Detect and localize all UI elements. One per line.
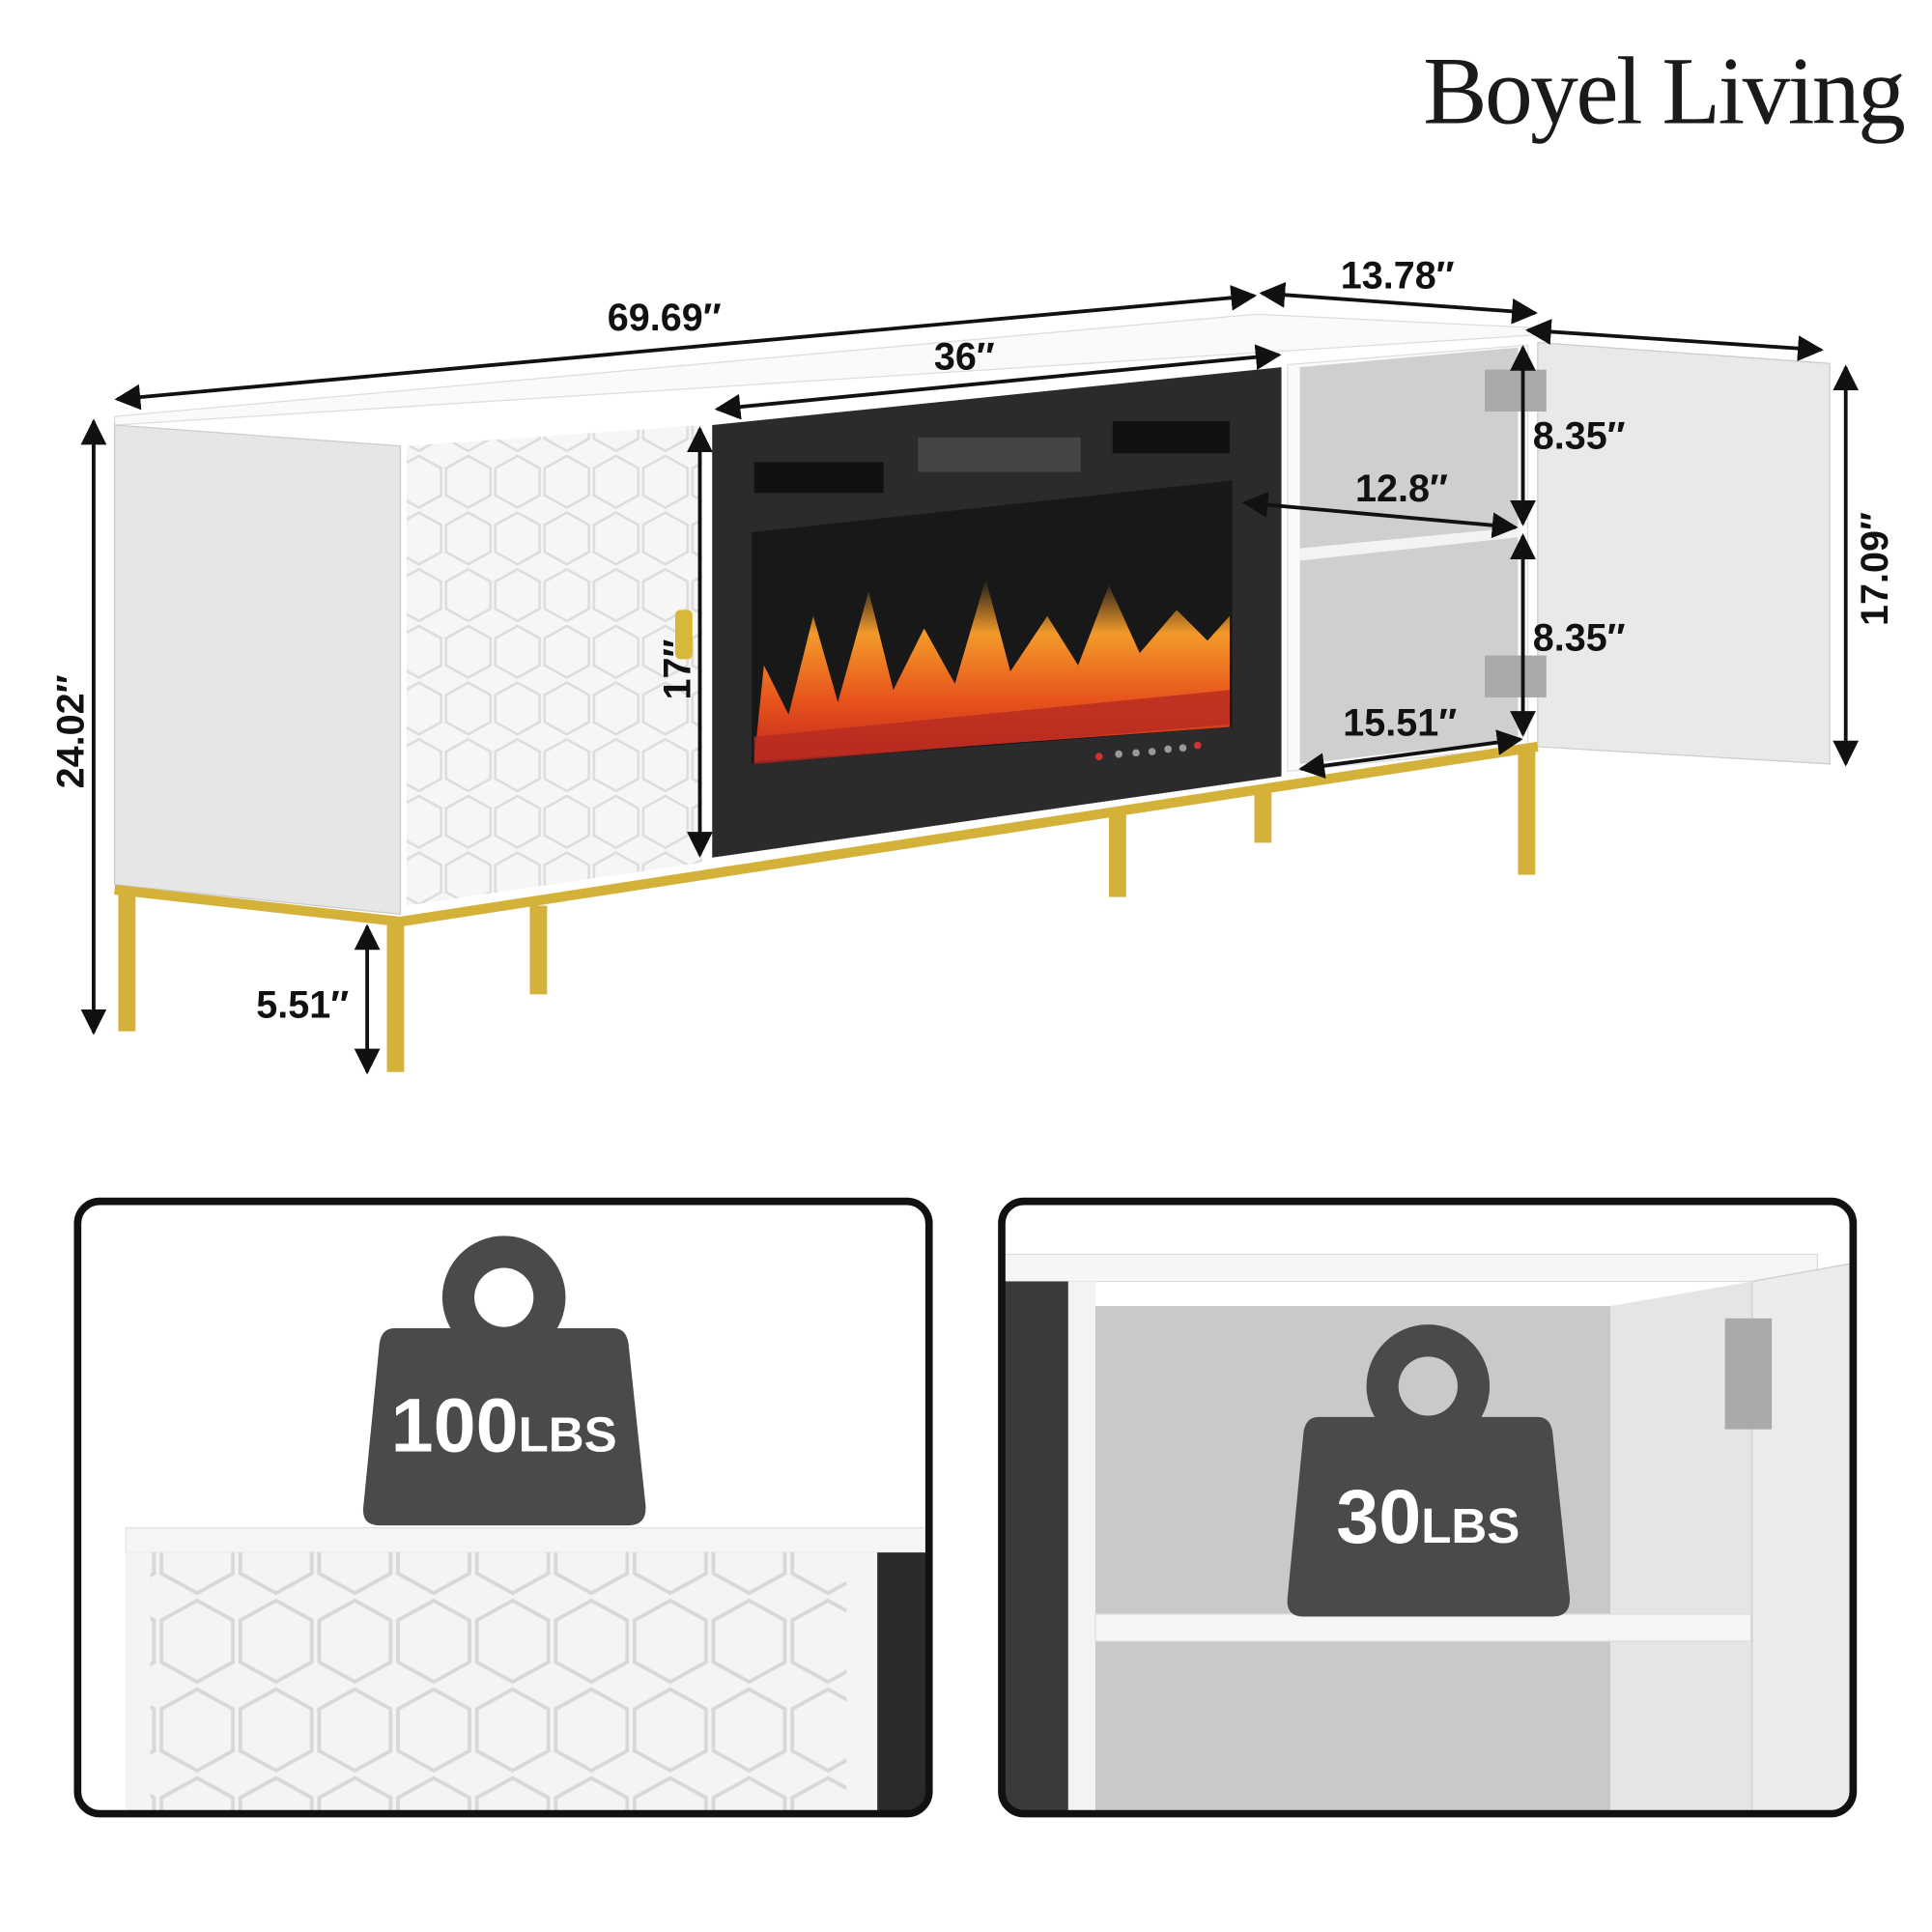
dim-door-height: 17.09″ <box>1854 512 1896 626</box>
dim-shelf-depth: 12.8″ <box>1355 468 1448 510</box>
dimension-arrows <box>80 281 1860 1075</box>
open-door <box>1537 341 1831 765</box>
dim-shelf-lower-height: 8.35″ <box>1533 616 1626 659</box>
hinge <box>1724 1318 1773 1430</box>
dim-total-length: 69.69″ <box>608 297 722 339</box>
dim-total-height: 24.02″ <box>50 674 93 788</box>
tv-stand-cabinet <box>113 313 1831 1072</box>
heater-grille <box>918 437 1081 472</box>
gold-legs <box>118 749 1536 1072</box>
fireplace-vent <box>753 462 884 494</box>
weight-icon <box>1287 1324 1571 1617</box>
shelf-load-panel: 30LBS <box>998 1197 1858 1818</box>
hinge-bottom <box>1484 655 1547 697</box>
weight-label-shelf: 30LBS <box>1336 1473 1520 1559</box>
fireplace-vent <box>1112 421 1230 454</box>
fireplace-logs <box>753 690 1230 764</box>
dim-leg-height: 5.51″ <box>256 984 349 1027</box>
hinge-top <box>1484 369 1547 412</box>
weight-label-top: 100LBS <box>391 1382 617 1468</box>
fireplace-control-panel <box>1094 741 1202 760</box>
open-compartment <box>1299 347 1519 764</box>
dim-fireplace-width: 36″ <box>934 336 995 379</box>
dim-fireplace-height: 17″ <box>656 639 698 700</box>
dim-shelf-width: 15.51″ <box>1343 701 1457 744</box>
dim-shelf-upper-height: 8.35″ <box>1533 414 1626 457</box>
weight-icon <box>362 1236 646 1526</box>
dim-depth: 13.78″ <box>1341 254 1455 297</box>
honeycomb-pattern <box>406 425 703 906</box>
brand-logo: Boyel Living <box>1423 38 1904 145</box>
top-load-panel: 100LBS <box>73 1197 933 1818</box>
cabinet-side-panel <box>113 424 402 916</box>
